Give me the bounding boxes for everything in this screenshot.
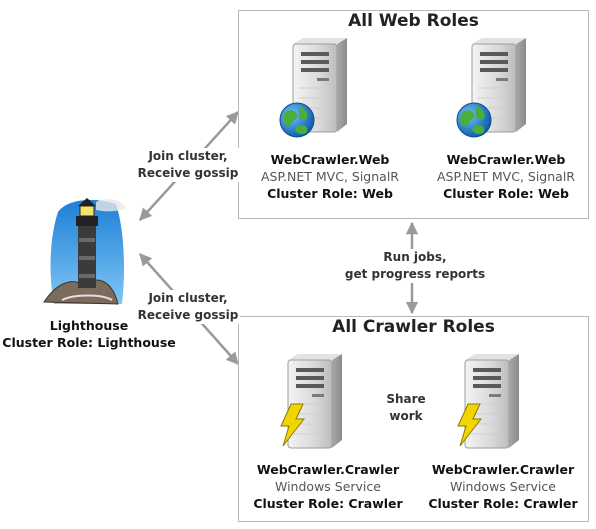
lighthouse-role: Cluster Role: Lighthouse bbox=[2, 335, 176, 350]
crawler-node-role: Cluster Role: Crawler bbox=[428, 496, 578, 511]
web-node-tech: ASP.NET MVC, SignalR bbox=[260, 169, 399, 184]
join-web-label-line1: Join cluster, bbox=[148, 149, 228, 163]
server-icon bbox=[464, 353, 520, 449]
join-crawler-label: Join cluster, Receive gossip bbox=[136, 290, 240, 324]
join-crawler-label-line2: Receive gossip bbox=[137, 308, 239, 322]
share-work-label-line1: Share bbox=[386, 392, 426, 406]
crawler-node-2: WebCrawler.Crawler Windows Service Clust… bbox=[418, 461, 588, 512]
web-node-name: WebCrawler.Web bbox=[446, 152, 566, 167]
globe-icon bbox=[279, 102, 315, 138]
web-roles-title: All Web Roles bbox=[348, 11, 479, 31]
web-node-1: WebCrawler.Web ASP.NET MVC, SignalR Clus… bbox=[251, 151, 409, 202]
share-work-label-line2: work bbox=[389, 409, 423, 423]
web-node-role: Cluster Role: Web bbox=[443, 186, 569, 201]
crawler-node-role: Cluster Role: Crawler bbox=[253, 496, 403, 511]
globe-icon bbox=[456, 102, 492, 138]
join-crawler-label-line1: Join cluster, bbox=[148, 291, 228, 305]
crawler-node-tech: Windows Service bbox=[450, 479, 556, 494]
crawler-roles-title: All Crawler Roles bbox=[332, 317, 495, 337]
web-node-role: Cluster Role: Web bbox=[267, 186, 393, 201]
join-web-label-line2: Receive gossip bbox=[137, 166, 239, 180]
web-node-2: WebCrawler.Web ASP.NET MVC, SignalR Clus… bbox=[427, 151, 585, 202]
run-jobs-label-line2: get progress reports bbox=[344, 267, 486, 281]
web-node-tech: ASP.NET MVC, SignalR bbox=[436, 169, 575, 184]
crawler-node-name: WebCrawler.Crawler bbox=[431, 462, 575, 477]
lighthouse-icon bbox=[43, 198, 126, 305]
lighthouse-name: Lighthouse bbox=[49, 318, 129, 333]
crawler-node-name: WebCrawler.Crawler bbox=[256, 462, 400, 477]
crawler-node-1: WebCrawler.Crawler Windows Service Clust… bbox=[243, 461, 413, 512]
share-work-label: Share work bbox=[380, 391, 432, 425]
server-icon bbox=[287, 353, 343, 449]
web-node-name: WebCrawler.Web bbox=[270, 152, 390, 167]
lighthouse-node: Lighthouse Cluster Role: Lighthouse bbox=[0, 317, 178, 351]
run-jobs-label-line1: Run jobs, bbox=[383, 250, 447, 264]
crawler-node-tech: Windows Service bbox=[275, 479, 381, 494]
run-jobs-label: Run jobs, get progress reports bbox=[342, 249, 488, 283]
join-web-label: Join cluster, Receive gossip bbox=[136, 148, 240, 182]
